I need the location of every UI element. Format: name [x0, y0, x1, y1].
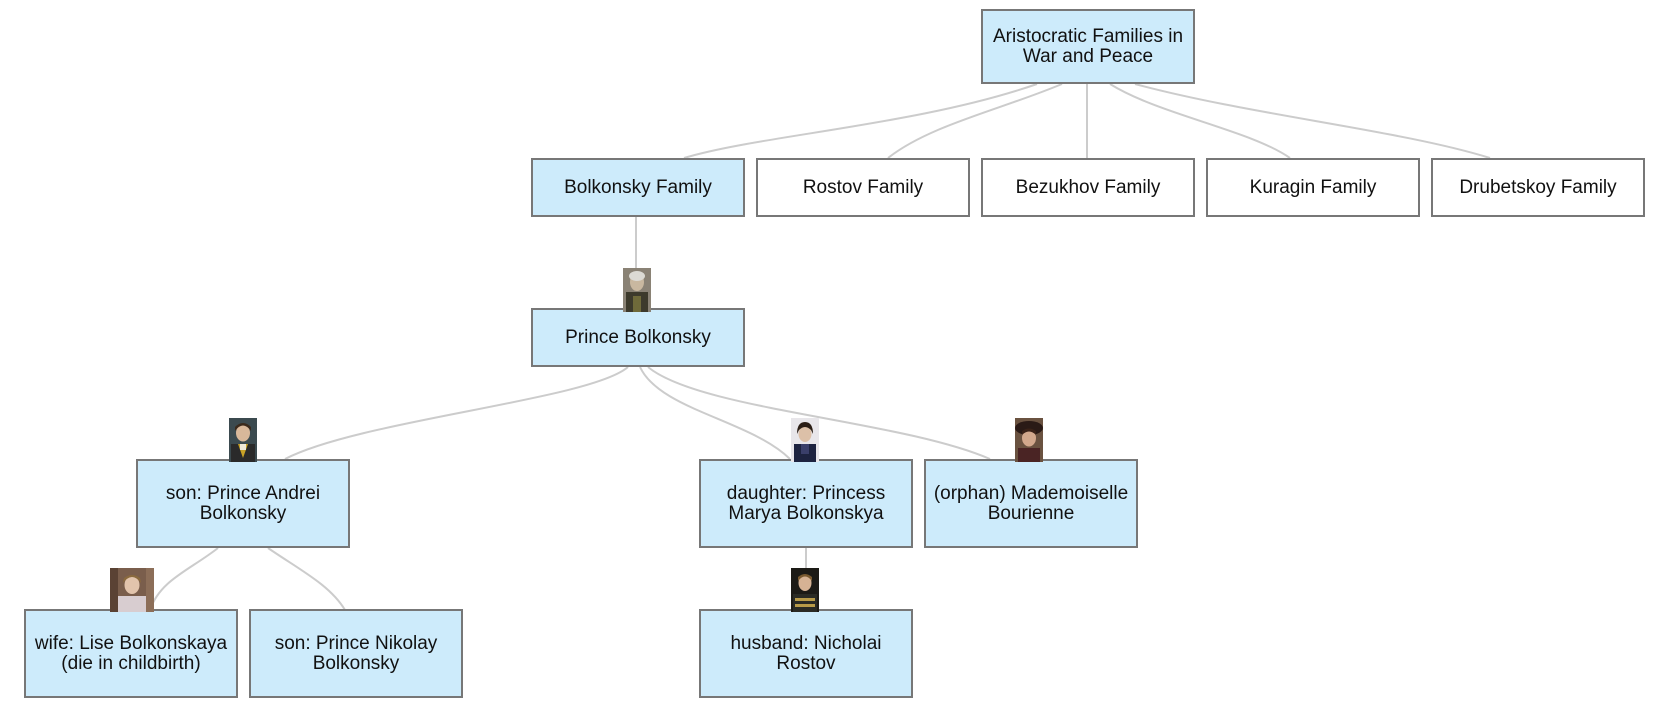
link-prince-marya — [639, 366, 791, 460]
person-node-prince-bolkonsky[interactable]: Prince Bolkonsky — [531, 308, 745, 367]
family-node-rostov[interactable]: Rostov Family — [756, 158, 970, 217]
person-node-nicholai[interactable]: husband: Nicholai Rostov — [699, 609, 913, 698]
link-root-kuragin — [1109, 83, 1291, 159]
link-root-drubetskoy — [1134, 83, 1491, 159]
person-node-nikolay[interactable]: son: Prince Nikolay Bolkonsky — [249, 609, 463, 698]
portrait-bourienne-icon — [1015, 418, 1043, 462]
link-andrei-lise — [149, 547, 219, 611]
link-prince-bourienne — [647, 366, 991, 460]
family-node-bezukhov[interactable]: Bezukhov Family — [981, 158, 1195, 217]
family-node-kuragin[interactable]: Kuragin Family — [1206, 158, 1420, 217]
portrait-nicholai-icon — [791, 568, 819, 612]
portrait-old-prince-icon — [623, 268, 651, 312]
root-node[interactable]: Aristocratic Families in War and Peace — [981, 9, 1195, 84]
portrait-lise-icon — [110, 568, 154, 612]
person-node-bourienne[interactable]: (orphan) Mademoiselle Bourienne — [924, 459, 1138, 548]
link-prince-andrei — [284, 366, 629, 460]
portrait-andrei-icon — [229, 418, 257, 462]
family-node-bolkonsky[interactable]: Bolkonsky Family — [531, 158, 745, 217]
link-root-rostov — [887, 83, 1063, 159]
link-root-bolkonsky — [683, 83, 1038, 159]
portrait-marya-icon — [791, 418, 819, 462]
person-node-andrei[interactable]: son: Prince Andrei Bolkonsky — [136, 459, 350, 548]
family-node-drubetskoy[interactable]: Drubetskoy Family — [1431, 158, 1645, 217]
person-node-marya[interactable]: daughter: Princess Marya Bolkonskya — [699, 459, 913, 548]
person-node-lise[interactable]: wife: Lise Bolkonskaya (die in childbirt… — [24, 609, 238, 698]
link-andrei-nikolay — [267, 547, 346, 611]
